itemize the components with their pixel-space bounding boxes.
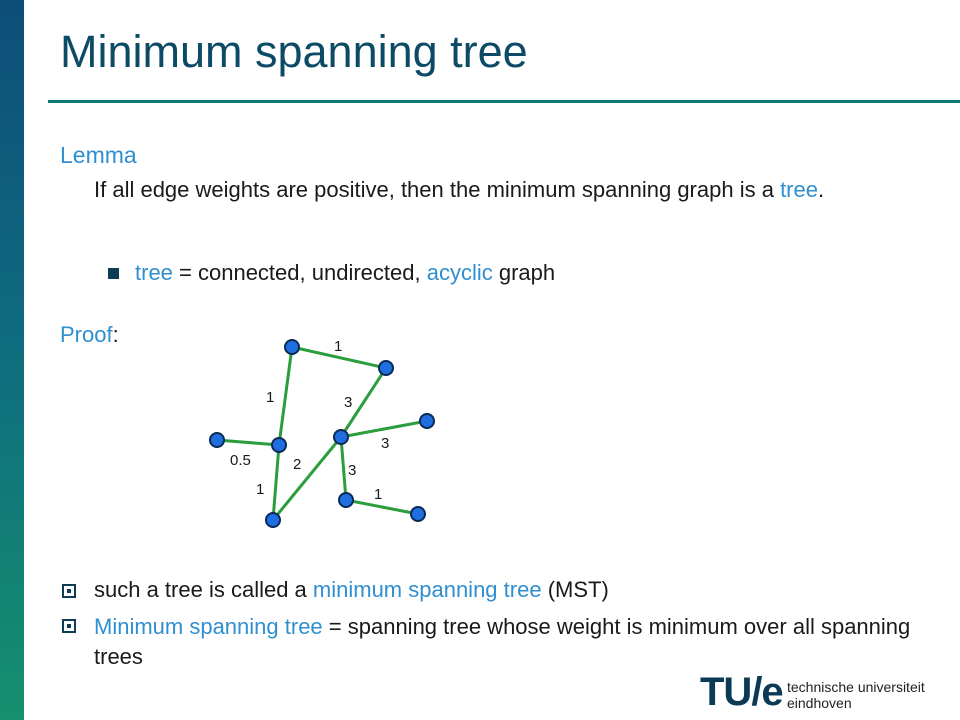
edge-weight-label: 3 (344, 394, 352, 411)
title-divider (48, 100, 960, 103)
mst-naming-point: such a tree is called a minimum spanning… (94, 577, 609, 603)
edge-weight-label: 1 (334, 338, 342, 355)
edge-weight-label: 1 (374, 486, 382, 503)
graph-edge (339, 435, 348, 502)
graph-edge (271, 435, 343, 522)
graph-edge (277, 345, 294, 447)
graph-node (271, 437, 287, 453)
proof-word: Proof (60, 322, 113, 347)
graph-node (338, 492, 354, 508)
edge-weight-label: 1 (266, 389, 274, 406)
lemma-heading: Lemma (60, 142, 137, 168)
graph-node (284, 339, 300, 355)
mst-term: minimum spanning tree (312, 577, 542, 602)
university-name: technische universiteit eindhoven (787, 679, 925, 711)
mst-term-2: Minimum spanning tree (94, 614, 323, 639)
graph-node (333, 429, 349, 445)
tree-term: tree (135, 260, 173, 285)
edge-weights: 1 1 3 3 0.5 2 3 1 1 (230, 338, 389, 503)
tree-definition: tree = connected, undirected, acyclic gr… (135, 260, 555, 286)
proof-colon: : (112, 322, 119, 347)
proof-label: Proof: (60, 322, 119, 348)
graph-edge (271, 443, 281, 522)
graph-edge (290, 345, 388, 370)
graph-node (419, 413, 435, 429)
lemma-statement: If all edge weights are positive, then t… (94, 174, 894, 205)
definition-text: = connected, undirected, (172, 260, 427, 285)
lemma-tree-term: tree (780, 177, 818, 202)
definition-end: graph (492, 260, 556, 285)
graph-edge (215, 438, 281, 447)
mst-definition-point: Minimum spanning tree = spanning tree wh… (94, 612, 914, 672)
acyclic-term: acyclic (426, 260, 493, 285)
lemma-text: If all edge weights are positive, then t… (94, 177, 781, 202)
square-bullet-icon (108, 268, 119, 279)
graph-node (209, 432, 225, 448)
graph-edge (339, 419, 429, 439)
point-text-end: (MST) (541, 577, 609, 602)
graph-edge (339, 366, 388, 439)
edge-weight-label: 2 (293, 456, 301, 473)
edge-weight-label: 3 (348, 462, 356, 479)
graph-node (378, 360, 394, 376)
edge-weight-label: 3 (381, 435, 389, 452)
graph-node (265, 512, 281, 528)
definition-point-text: = spanning tree whose weight is minimum … (94, 614, 911, 669)
graph-node (410, 506, 426, 522)
tue-logo: TU/e (700, 670, 784, 714)
graph-nodes (209, 339, 435, 528)
box-bullet-icon (62, 584, 76, 598)
graph-edge (344, 498, 420, 516)
side-color-bar (0, 0, 24, 720)
page-title: Minimum spanning tree (60, 26, 528, 77)
edge-weight-label: 1 (256, 481, 264, 498)
graph-edges (215, 345, 429, 522)
lemma-period: . (817, 177, 825, 202)
box-bullet-icon (62, 619, 76, 633)
point-text: such a tree is called a (94, 577, 313, 602)
edge-weight-label: 0.5 (230, 452, 251, 469)
